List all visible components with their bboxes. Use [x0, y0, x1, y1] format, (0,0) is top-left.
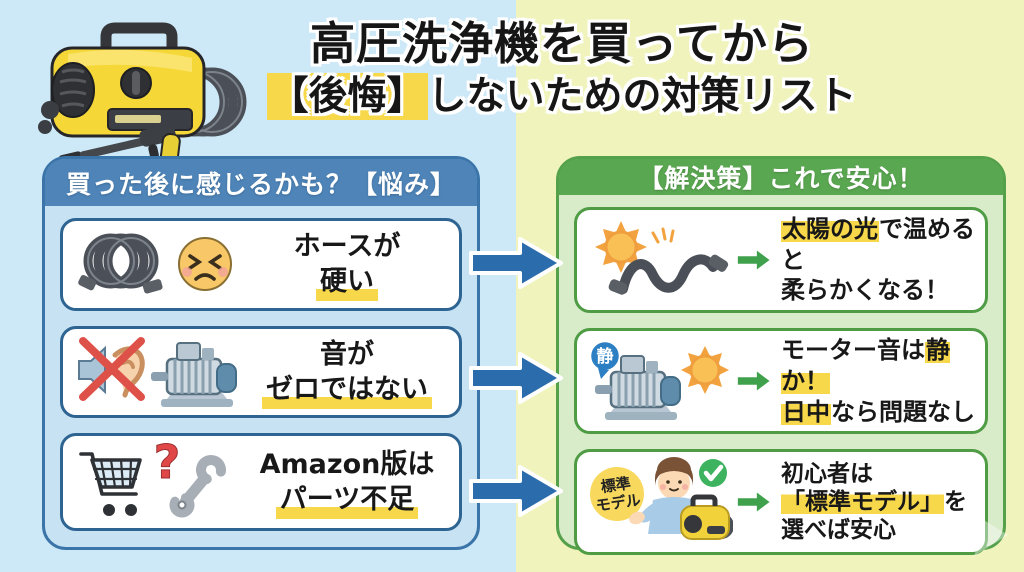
wrench-icon — [169, 455, 226, 518]
solution-arrow-icon — [735, 367, 773, 395]
solutions-header: 【解決策】これで安心！ — [559, 159, 1003, 195]
standard-model-badge-icon: 標準 モデル — [590, 467, 644, 522]
solution-card-quiet: 静 — [574, 328, 988, 435]
problem-card-parts: ? Amazon版は パーツ不足 — [60, 433, 462, 531]
chevron-watermark-icon — [974, 514, 1008, 556]
check-circle-icon — [699, 459, 727, 488]
flow-arrow-1 — [469, 237, 563, 289]
motor-icon — [595, 355, 681, 421]
pressure-washer-illustration — [38, 22, 247, 168]
problems-header: 買った後に感じるかも？【悩み】 — [45, 159, 477, 206]
page-title: 高圧洗浄機を買ってから 【後悔】しないための対策リスト — [238, 16, 886, 123]
sun-rays-sparkle — [651, 227, 675, 244]
sun-icon — [681, 346, 729, 395]
title-line-1: 高圧洗浄機を買ってから — [310, 17, 814, 70]
solution-arrow-icon — [735, 489, 773, 516]
flow-arrow-3 — [469, 465, 563, 517]
problem-card-noise: 音が ゼロではない — [60, 325, 462, 418]
solutions-card-list: 太陽の光で温めると 柔らかくなる！ 静 — [559, 195, 1003, 571]
washer-body-icon — [38, 22, 206, 138]
flow-arrow-2 — [469, 352, 563, 404]
title-line-2-rest: しないための対策リスト — [427, 74, 857, 120]
problem-text-noise: 音が ゼロではない — [243, 337, 451, 409]
title-highlight: 【後悔】 — [267, 73, 428, 121]
shopping-cart-icon — [79, 452, 142, 516]
solutions-panel: 【解決策】これで安心！ — [556, 156, 1006, 556]
problem-text-parts: Amazon版は パーツ不足 — [243, 447, 451, 519]
hose-coil-icon — [78, 233, 163, 294]
sun-icon — [595, 221, 647, 274]
solution-text-model: 初心者は 「標準モデル」を 選べば安心 — [781, 461, 967, 544]
question-mark-icon: ? — [154, 440, 181, 489]
problems-card-list: ホースが 硬い — [45, 206, 477, 547]
problem-card-hose: ホースが 硬い — [60, 218, 462, 311]
solution-card-model: 標準 モデル — [574, 449, 988, 556]
motor-icon — [151, 341, 237, 407]
quiet-badge-icon: 静 — [588, 340, 622, 380]
solution-card-sun: 太陽の光で温めると 柔らかくなる！ — [574, 207, 988, 314]
problems-panel: 買った後に感じるかも？【悩み】 — [42, 156, 480, 550]
warm-hose-icon — [608, 254, 729, 295]
muted-sound-icon — [78, 336, 145, 401]
solution-text-sun: 太陽の光で温めると 柔らかくなる！ — [781, 215, 975, 305]
svg-text:静: 静 — [597, 346, 614, 367]
solution-text-quiet: モーター音は静か！ 日中なら問題なし — [781, 336, 975, 426]
svg-text:標準: 標準 — [600, 474, 632, 496]
problem-text-hose: ホースが 硬い — [243, 229, 451, 302]
sad-face-icon — [178, 237, 232, 292]
mini-washer-icon — [680, 494, 733, 541]
solution-arrow-icon — [735, 246, 773, 274]
title-line-2: 【後悔】しないための対策リスト — [238, 72, 886, 123]
